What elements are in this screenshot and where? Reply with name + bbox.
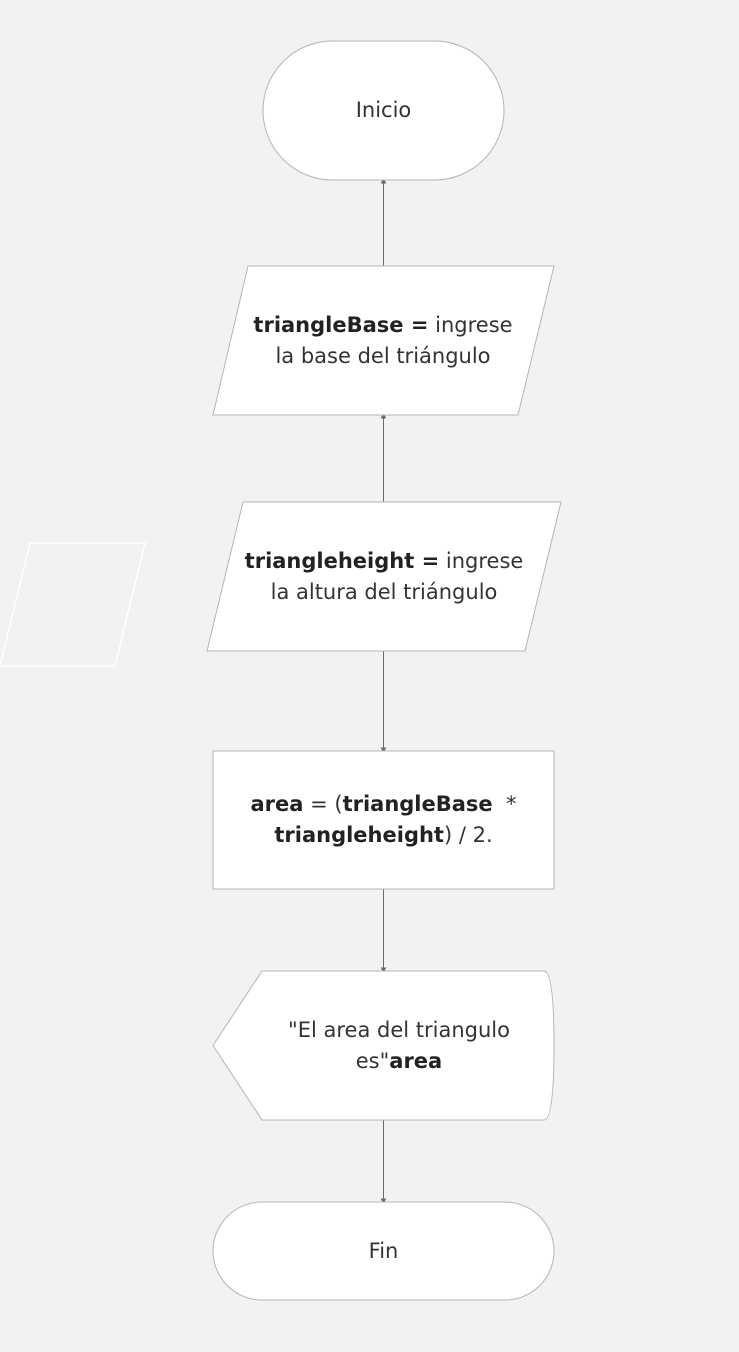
input-height-label: triangleheight = ingrese la altura del t… xyxy=(233,502,535,651)
process-shape[interactable] xyxy=(212,750,555,890)
process-eq: = ( xyxy=(303,792,343,816)
input-base-line-1: triangleBase = ingrese xyxy=(253,310,512,341)
input-base-shape[interactable] xyxy=(212,265,555,416)
input-height-prompt-1: ingrese xyxy=(445,548,524,573)
input-height-line-2: la altura del triángulo xyxy=(270,579,498,604)
input-base-line-2: la base del triángulo xyxy=(275,343,491,368)
input-height-variable: triangleheight = xyxy=(244,548,440,573)
display-label: "El area del triangulo es"area xyxy=(268,971,530,1120)
process-line-1: area = (triangleBase * xyxy=(250,789,516,820)
arrowhead-icon xyxy=(380,177,387,184)
display-line-2: es"area xyxy=(356,1046,442,1077)
process-line-2: triangleheight) / 2. xyxy=(274,820,492,851)
ghost-parallelogram xyxy=(0,542,146,667)
start-text: Inicio xyxy=(355,98,412,122)
input-height-line-1: triangleheight = ingrese xyxy=(245,546,524,577)
process-operand-1: triangleBase xyxy=(342,792,493,816)
process-operand-2: triangleheight xyxy=(274,823,444,847)
start-terminal-shape[interactable] xyxy=(262,40,505,181)
process-tail: ) / 2. xyxy=(443,823,493,847)
process-op: * xyxy=(492,792,517,816)
process-target: area xyxy=(250,792,304,816)
end-terminal-shape[interactable] xyxy=(212,1201,555,1301)
display-variable: area xyxy=(389,1048,443,1073)
arrowhead-icon xyxy=(380,1198,387,1205)
input-base-variable: triangleBase = xyxy=(253,312,429,337)
input-base-prompt-1: ingrese xyxy=(435,312,513,337)
end-text: Fin xyxy=(368,1238,399,1263)
process-label: area = (triangleBase * triangleheight) /… xyxy=(213,751,554,889)
arrowhead-icon xyxy=(380,747,387,754)
arrowhead-icon xyxy=(380,412,387,419)
end-label: Fin xyxy=(213,1202,554,1300)
display-shape[interactable] xyxy=(212,970,555,1121)
input-height-shape[interactable] xyxy=(206,501,562,652)
display-line-1: "El area del triangulo xyxy=(288,1017,510,1042)
arrowhead-icon xyxy=(380,967,387,974)
start-label: Inicio xyxy=(263,41,504,180)
input-base-label: triangleBase = ingrese la base del trián… xyxy=(238,266,528,415)
display-text-2: es" xyxy=(355,1048,390,1073)
